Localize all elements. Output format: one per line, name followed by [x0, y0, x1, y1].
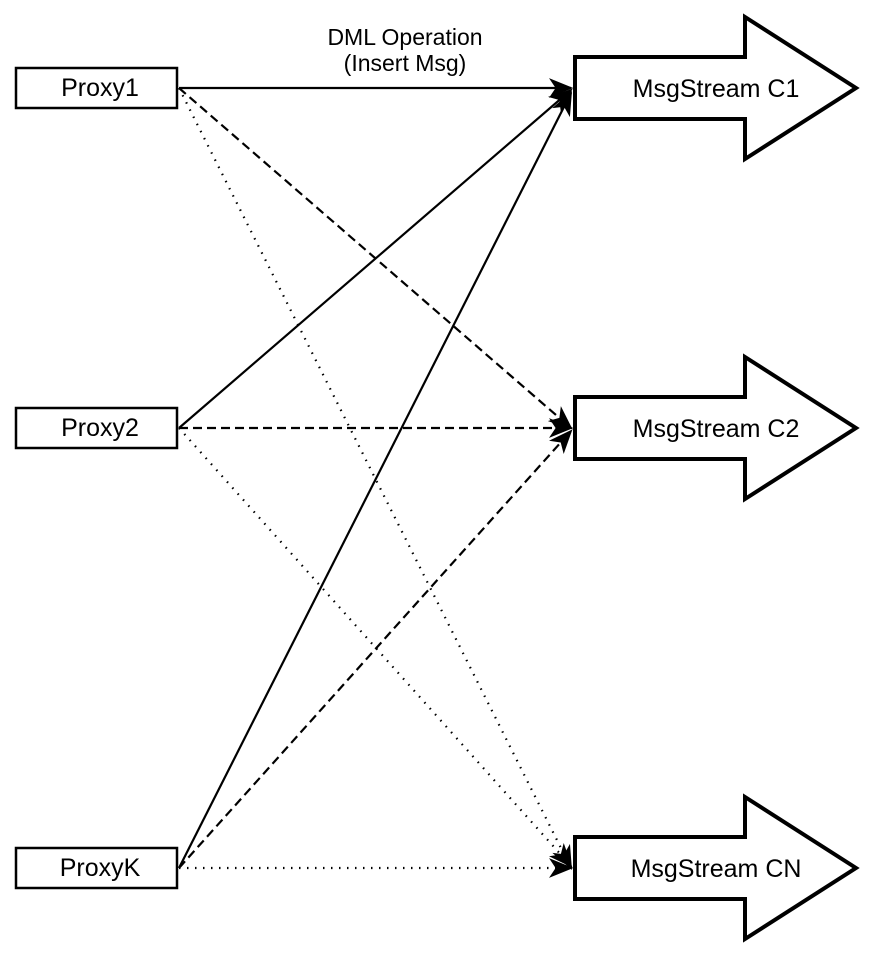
edge-proxyk-msgstream-c1: [178, 91, 572, 869]
edge-proxy2-msgstream-c1: [178, 88, 573, 429]
msgstream-c2-label: MsgStream C2: [633, 415, 800, 443]
proxy2-label: Proxy2: [61, 414, 139, 442]
msgstream-c2-arrow: [573, 353, 860, 503]
proxy2-box: [14, 406, 179, 450]
msgstream-cn-label: MsgStream CN: [631, 855, 802, 883]
proxyk-node: ProxyK: [14, 846, 179, 890]
proxy2-node: Proxy2: [14, 406, 179, 450]
proxy1-box: [14, 66, 179, 110]
proxy1-label: Proxy1: [61, 74, 139, 102]
proxyk-label: ProxyK: [60, 854, 141, 882]
msgstream-c1-arrow: [573, 13, 860, 163]
proxy1-node: Proxy1: [14, 66, 179, 110]
dml-operation-label-line2: (Insert Msg): [344, 50, 467, 76]
msgstream-c1-node: MsgStream C1: [573, 13, 860, 163]
edge-proxy2-msgstream-cn: [178, 427, 573, 868]
msgstream-cn-arrow: [573, 793, 860, 943]
proxyk-box: [14, 846, 179, 890]
msgstream-c1-label: MsgStream C1: [633, 75, 800, 103]
msgstream-c2-node: MsgStream C2: [573, 353, 860, 503]
edge-proxy1-msgstream-cn: [178, 87, 572, 870]
dml-operation-label-line1: DML Operation: [327, 24, 482, 50]
edge-proxyk-msgstream-c2: [178, 429, 573, 869]
msgstream-cn-node: MsgStream CN: [573, 793, 860, 943]
